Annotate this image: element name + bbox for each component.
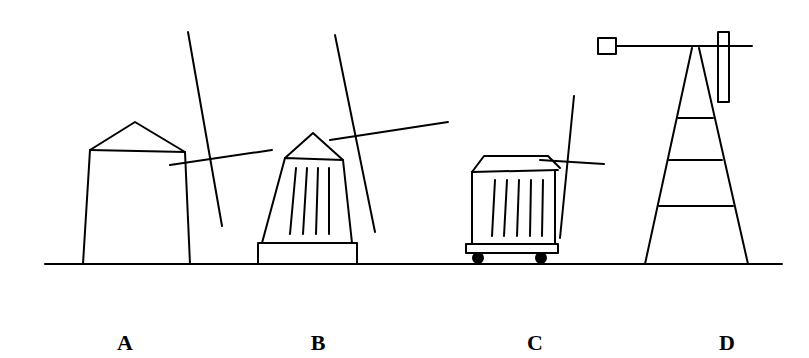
figure-letter: A (117, 330, 133, 356)
ground-line (45, 263, 782, 265)
windmill-c (466, 96, 604, 263)
figure-letter: B (311, 330, 326, 356)
figure-letter: D (719, 330, 735, 356)
windmill-a (83, 32, 272, 264)
windmill-b (258, 35, 448, 264)
windmill-d (598, 32, 752, 264)
figure-letter: C (527, 330, 543, 356)
